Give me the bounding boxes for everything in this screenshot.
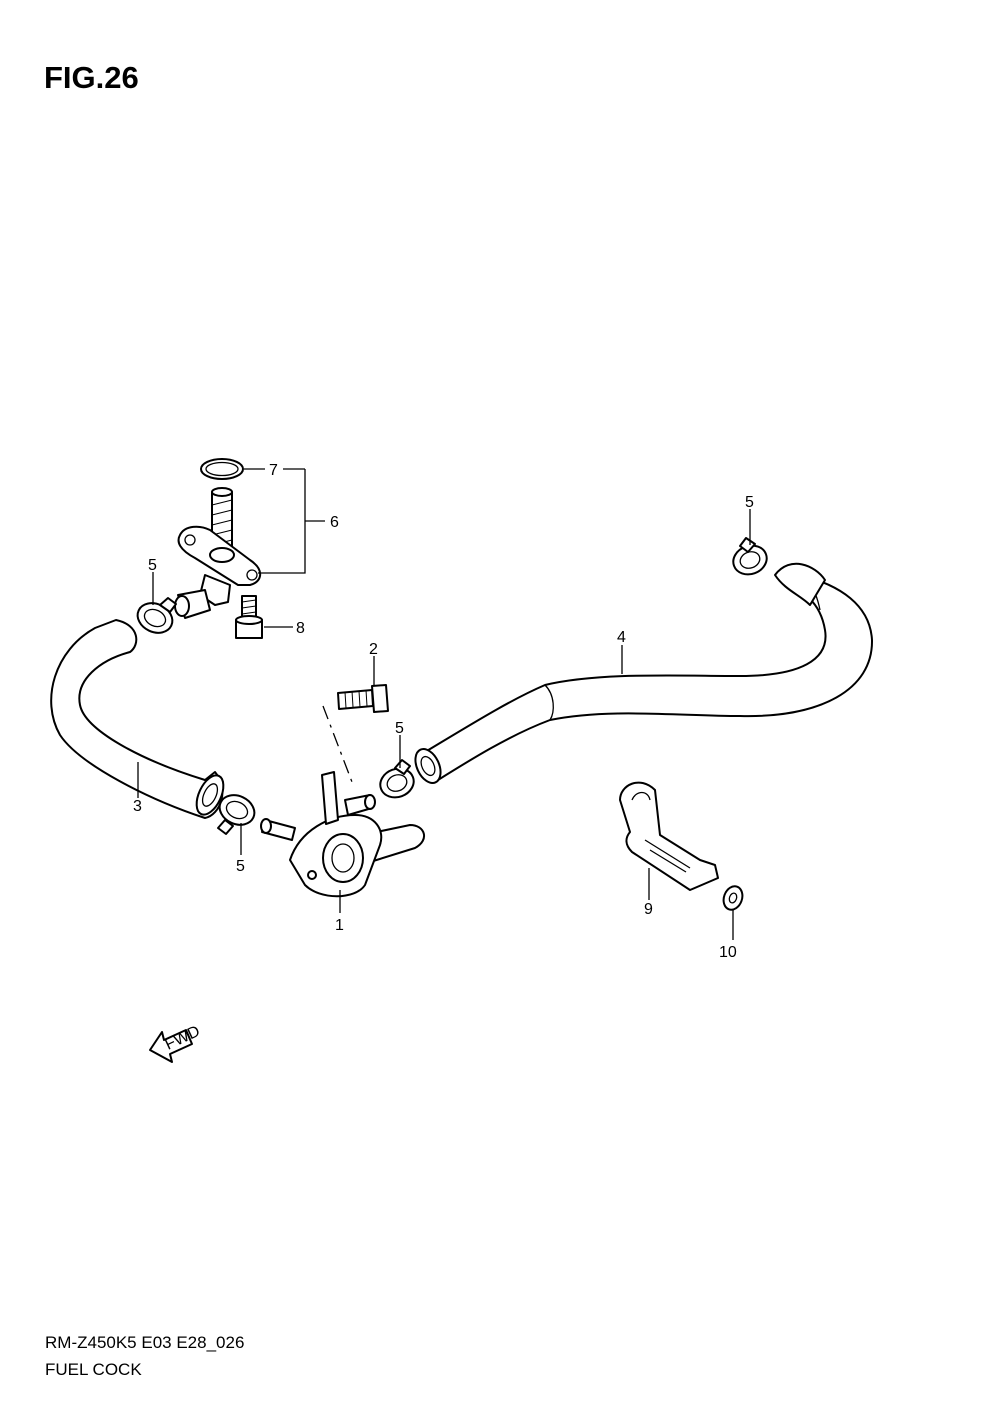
callout-8: 8: [296, 620, 305, 637]
callout-6: 6: [330, 514, 339, 531]
part-1-fuel-cock[interactable]: [260, 771, 425, 898]
section-name: FUEL COCK: [45, 1360, 142, 1379]
part-5-clamp-a[interactable]: [133, 597, 177, 639]
part-9-bracket[interactable]: [619, 781, 719, 891]
part-5-clamp-d[interactable]: [729, 537, 771, 579]
fwd-arrow-icon: FWD: [149, 1023, 203, 1063]
model-code: RM-Z450K5 E03 E28_026: [45, 1333, 245, 1352]
callout-5-lower-left: 5: [236, 858, 245, 875]
part-10-washer[interactable]: [720, 884, 745, 913]
callout-2: 2: [369, 641, 378, 658]
figure-title: FIG.26: [44, 60, 139, 95]
part-8-bolt[interactable]: [235, 595, 263, 639]
callout-1: 1: [335, 917, 344, 934]
callout-4: 4: [617, 629, 626, 646]
part-4-fuel-hose-right[interactable]: [410, 562, 874, 787]
part-5-clamp-b[interactable]: [215, 790, 259, 835]
callout-7: 7: [269, 462, 278, 479]
callout-5-right: 5: [745, 494, 754, 511]
part-7-o-ring[interactable]: [200, 458, 244, 480]
part-2-bolt[interactable]: [322, 684, 389, 783]
callout-numbers: 7 6 5 8 2 5 4 5 3 5 1 9 10: [133, 462, 754, 961]
leader-lines: [137, 468, 751, 940]
callout-5-upper-left: 5: [148, 557, 157, 574]
callout-9: 9: [644, 901, 653, 918]
callout-5-center: 5: [395, 720, 404, 737]
part-3-fuel-hose-left[interactable]: [50, 619, 229, 819]
callout-3: 3: [133, 798, 142, 815]
part-5-clamp-c[interactable]: [376, 759, 418, 802]
callout-10: 10: [719, 944, 737, 961]
part-6-valve-plate-assy[interactable]: [174, 487, 262, 619]
